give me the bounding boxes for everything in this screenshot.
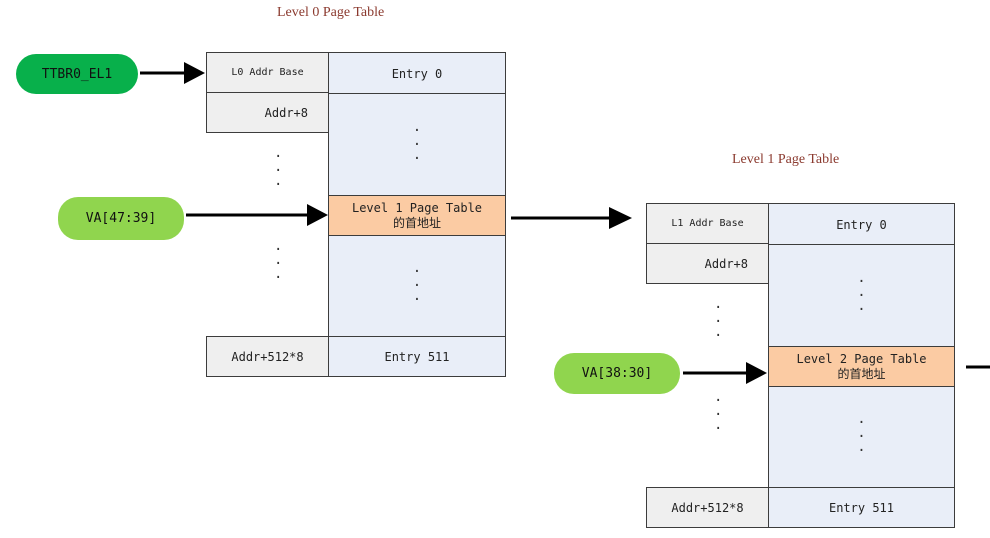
- level0-addr-plus8-cell: Addr+8: [206, 92, 329, 133]
- ttbr-to-l0-arrow-head: [184, 62, 205, 84]
- level1-addr-last-cell: Addr+512*8: [646, 487, 769, 528]
- level0-addr-ellipsis-bottom: ···: [274, 242, 283, 286]
- level1-entry-0: Entry 0: [836, 217, 887, 232]
- level0-addr-ellipsis-top: ···: [274, 149, 283, 193]
- level0-entry-0: Entry 0: [391, 66, 443, 81]
- level1-entries-column: Entry 0 ··· Level 2 Page Table 的首地址 ··· …: [768, 203, 955, 528]
- level0-entries-column: Entry 0 ··· Level 1 Page Table 的首地址 ··· …: [328, 52, 506, 377]
- level0-entries-ellipsis-bottom: ···: [412, 264, 422, 308]
- l0-to-l1-arrow-head: [609, 207, 632, 229]
- level0-entry-level1-table-address: Level 1 Page Table 的首地址: [329, 195, 505, 236]
- level0-highlight-line1: Level 1 Page Table: [351, 200, 483, 215]
- level0-title: Level 0 Page Table: [277, 5, 385, 20]
- va-47-39-pill: VA[47:39]: [58, 197, 184, 240]
- va-l1-arrow-head: [746, 362, 767, 384]
- ttbr0-el1-pill: TTBR0_EL1: [16, 54, 138, 94]
- level1-title: Level 1 Page Table: [732, 152, 840, 167]
- level1-entries-ellipsis-top: ···: [769, 244, 954, 347]
- level0-addr-last-cell: Addr+512*8: [206, 336, 329, 377]
- level1-highlight-line1: Level 2 Page Table: [796, 351, 927, 366]
- level1-addr-plus8-cell: Addr+8: [646, 243, 769, 284]
- level1-entries-ellipsis-bottom: ···: [857, 415, 866, 459]
- level0-highlight-line2: 的首地址: [392, 215, 441, 230]
- level1-addr-ellipsis-top: ···: [714, 300, 723, 344]
- level1-entry-level2-table-address: Level 2 Page Table 的首地址: [769, 346, 954, 387]
- level0-entry-511: Entry 511: [329, 336, 505, 377]
- level1-addr-ellipsis-bottom: ···: [714, 393, 723, 437]
- level1-addr-base-cell: L1 Addr Base: [646, 203, 769, 244]
- level1-entry-511: Entry 511: [769, 487, 954, 528]
- level0-entries-ellipsis-top: ···: [329, 93, 505, 196]
- level1-highlight-line2: 的首地址: [837, 366, 886, 381]
- va-l0-arrow-head: [307, 204, 328, 226]
- va-38-30-pill: VA[38:30]: [554, 353, 680, 394]
